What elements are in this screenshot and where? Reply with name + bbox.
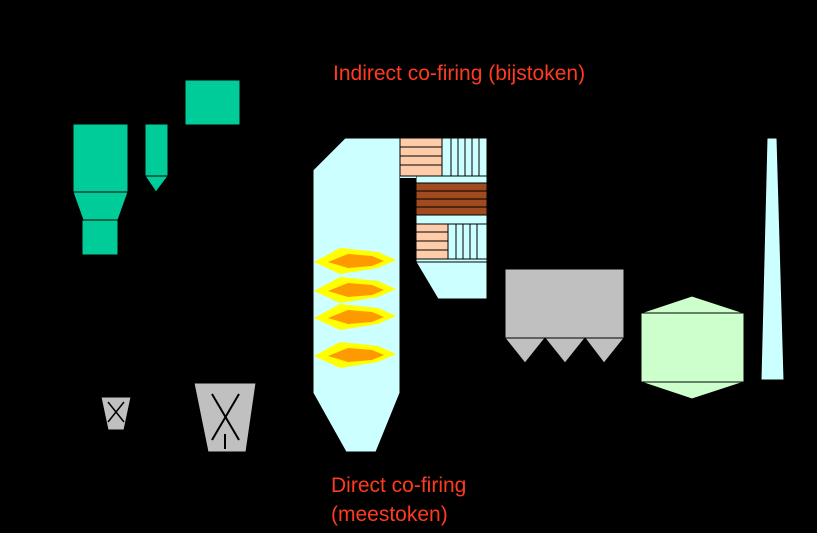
cyclone-body	[144, 123, 169, 177]
burner-flame-icon	[314, 304, 396, 330]
gasifier-group	[72, 79, 241, 256]
precipitator-hopper	[543, 337, 587, 364]
economizer	[415, 223, 488, 260]
mill-large	[193, 382, 257, 453]
burner-flame-icon	[314, 248, 396, 274]
mill-small	[100, 396, 132, 431]
tube-bank	[415, 182, 488, 216]
superheater-top	[399, 137, 488, 177]
precipitator-hopper	[583, 337, 626, 364]
burner-flame-icon	[314, 342, 396, 368]
convection-hopper	[415, 261, 488, 300]
burner-flame-icon	[314, 277, 396, 303]
cyclone-cone	[144, 175, 169, 193]
precipitator-body	[504, 268, 625, 339]
gasifier-top-box	[184, 79, 241, 126]
direct-cofiring-sublabel: (meestoken)	[331, 503, 448, 526]
gasifier-main-body	[72, 123, 129, 193]
gasifier-cone	[72, 191, 129, 221]
mill-hopper-icon	[100, 396, 132, 431]
chimney-stack	[760, 137, 785, 381]
precipitator	[503, 268, 626, 364]
precipitator-hopper	[503, 337, 547, 364]
boiler-group	[312, 137, 488, 453]
gasifier-base-box	[81, 219, 119, 256]
scrubber	[640, 295, 745, 400]
indirect-cofiring-label: Indirect co-firing (bijstoken)	[333, 62, 586, 85]
direct-cofiring-label: Direct co-firing	[331, 474, 467, 497]
